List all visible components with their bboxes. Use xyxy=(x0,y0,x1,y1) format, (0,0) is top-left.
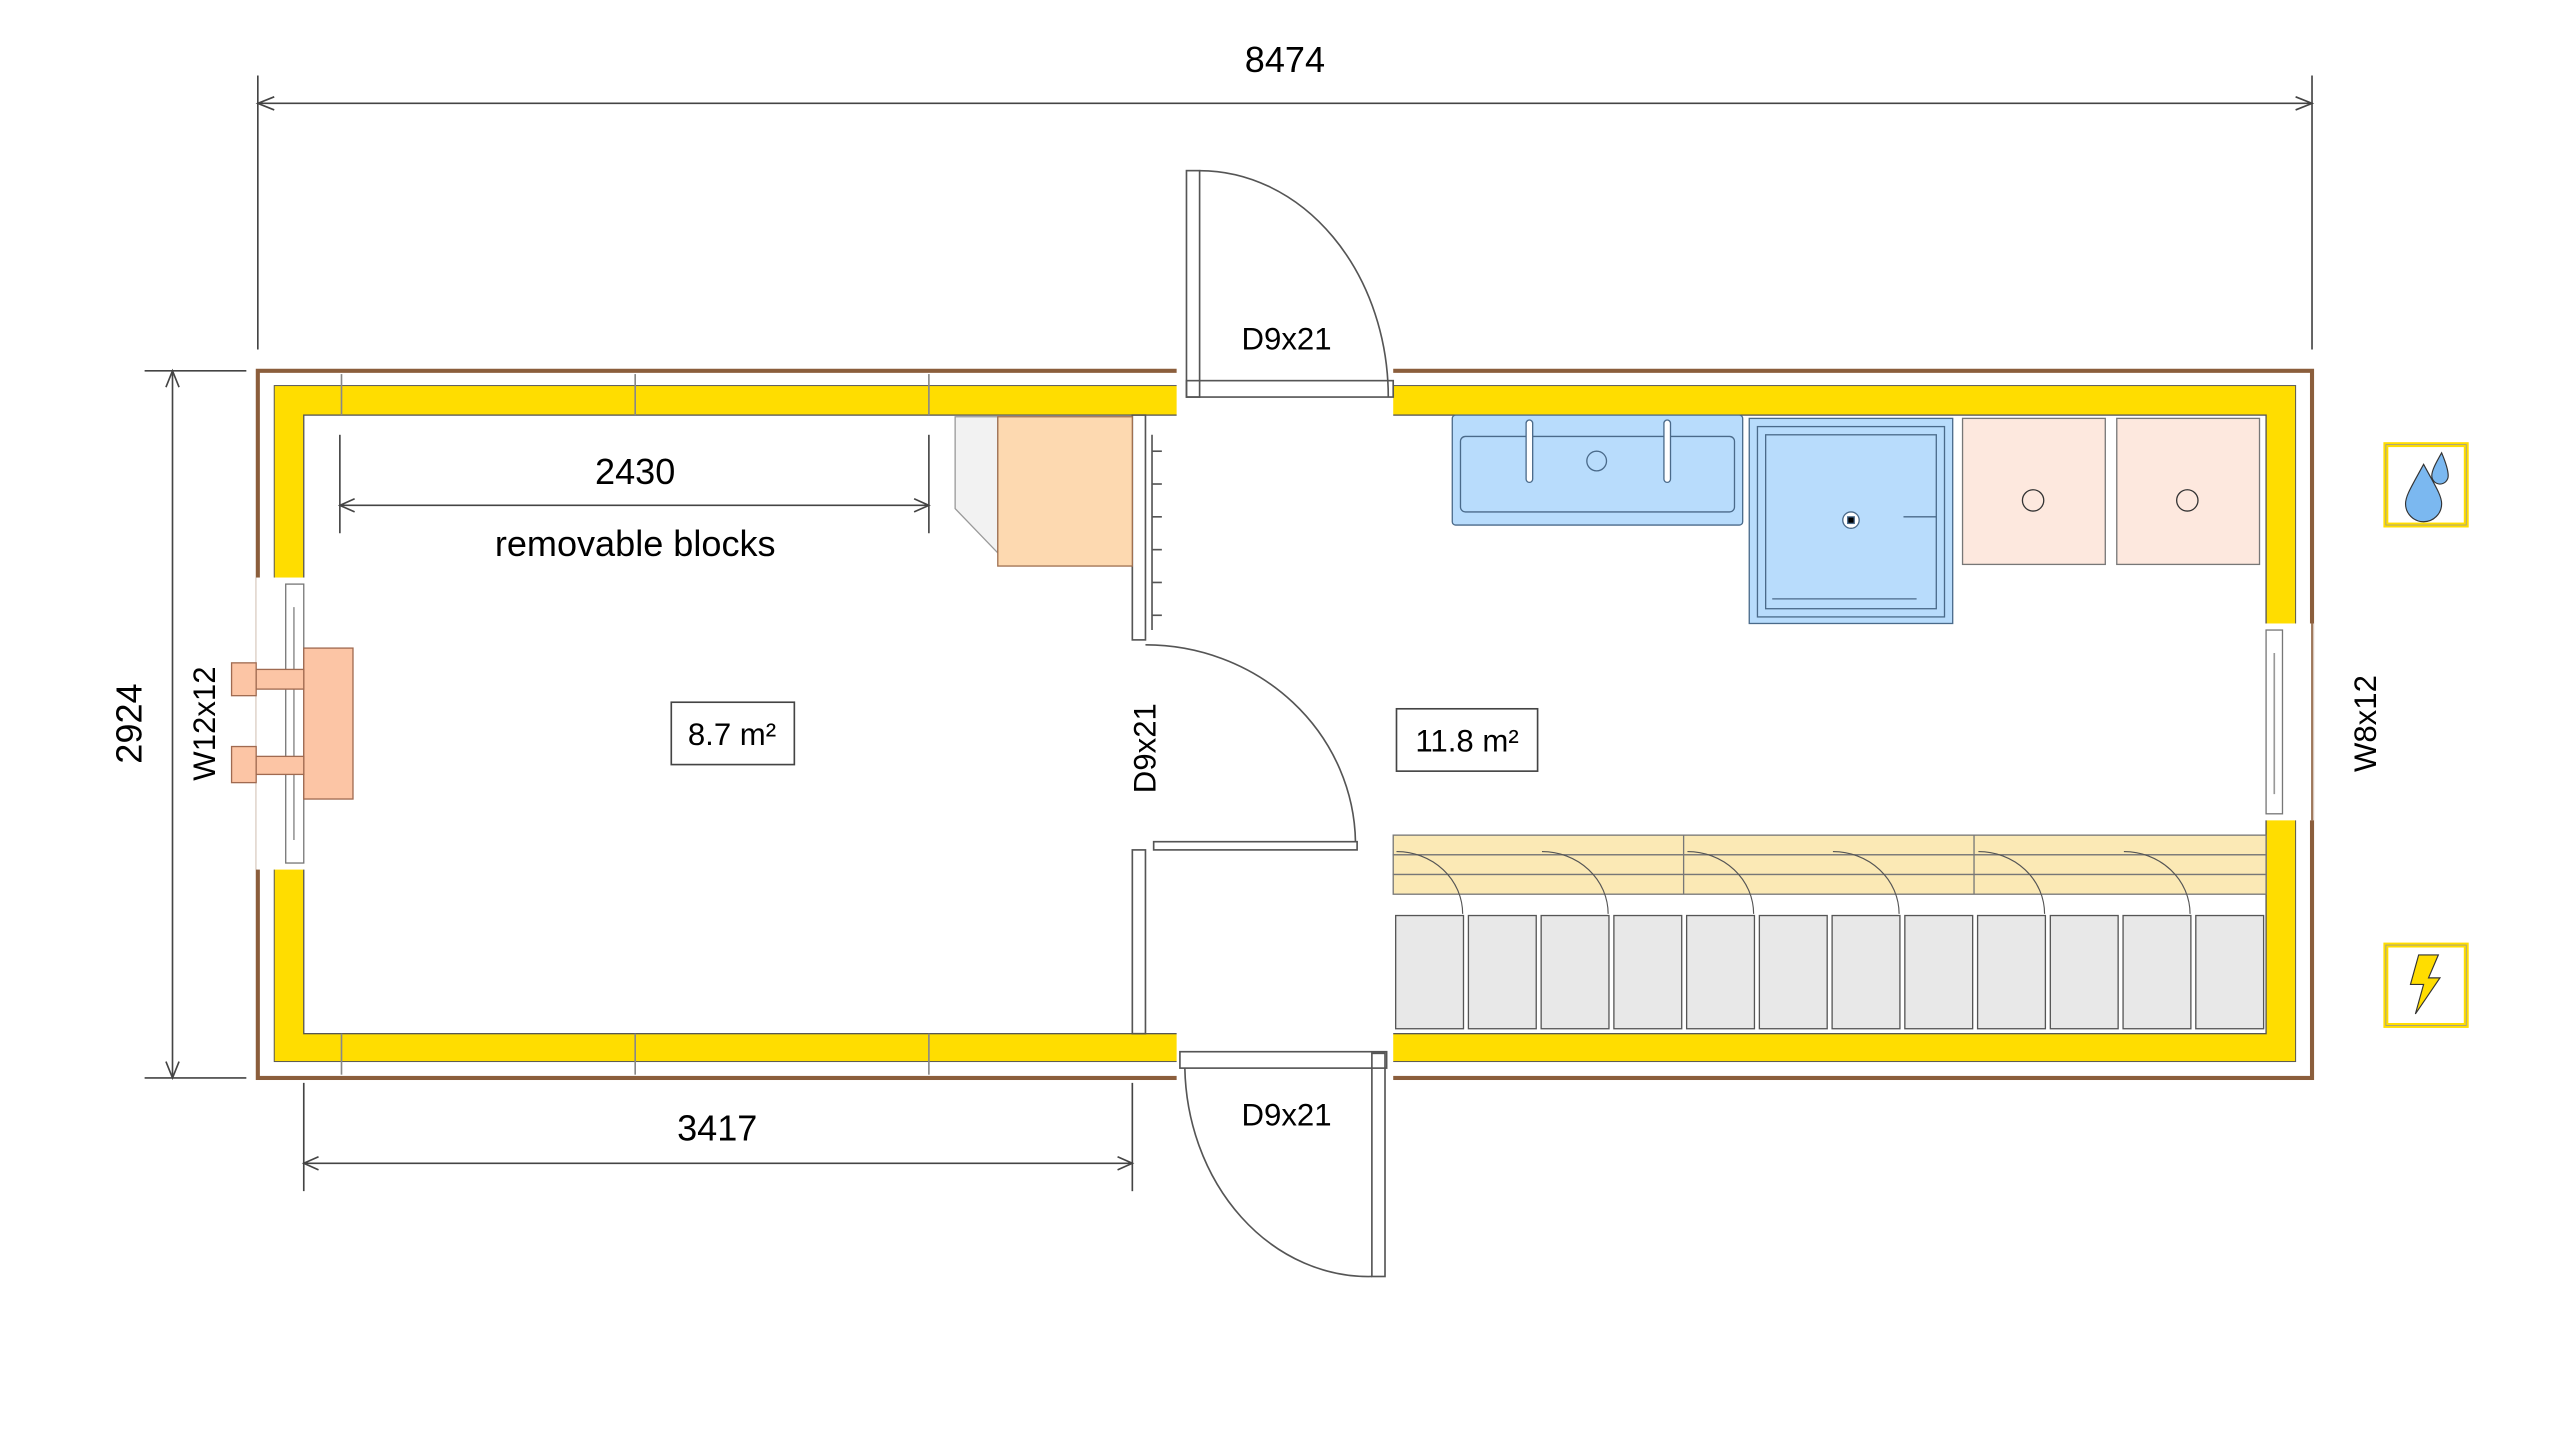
right-room-area: 11.8 m² xyxy=(1415,723,1518,758)
bottom-door-opening xyxy=(1176,1030,1394,1082)
overall-length-label: 8474 xyxy=(1245,39,1325,80)
locker-door-swing xyxy=(1541,850,1609,914)
bottom-door-label: D9x21 xyxy=(1242,1098,1332,1133)
locker xyxy=(1976,914,2047,1030)
top-door[interactable] xyxy=(1185,169,1395,398)
desk xyxy=(954,416,1133,567)
window-right-label: W8x12 xyxy=(2348,675,2383,772)
removable-blocks-label: removable blocks xyxy=(495,523,776,564)
left-room-length-label: 3417 xyxy=(677,1107,757,1148)
removable-blocks-dimension xyxy=(337,434,931,534)
locker-door-swing xyxy=(2123,850,2191,914)
locker xyxy=(1904,914,1974,1030)
dimension-left-room-length xyxy=(301,1082,1135,1192)
water-drops-icon xyxy=(2383,442,2469,528)
benches xyxy=(1392,834,2267,895)
interior-door[interactable] xyxy=(1145,643,1358,851)
left-room-area-box: 8.7 m² xyxy=(670,701,796,766)
locker xyxy=(2122,914,2192,1030)
locker-door-swing xyxy=(1687,850,1755,914)
locker xyxy=(1685,914,1756,1030)
right-window[interactable] xyxy=(2264,623,2314,821)
lockers xyxy=(1395,850,2265,1030)
locker xyxy=(1540,914,1610,1030)
water-heaters xyxy=(1961,417,2261,566)
locker xyxy=(1758,914,1828,1030)
window-left-label: W12x12 xyxy=(187,666,222,780)
partition-wall xyxy=(1131,414,1147,1035)
left-room-area: 8.7 m² xyxy=(688,717,776,752)
top-door-label: D9x21 xyxy=(1242,321,1332,356)
bottom-door[interactable] xyxy=(1179,1050,1388,1278)
heater xyxy=(230,647,354,800)
dimension-overall-length xyxy=(255,75,2315,350)
locker xyxy=(1831,914,1901,1030)
locker-door-swing xyxy=(1832,850,1900,914)
locker xyxy=(1395,914,1465,1030)
top-door-opening xyxy=(1176,367,1394,419)
left-window[interactable] xyxy=(256,577,306,870)
wall-radiator xyxy=(1151,434,1162,631)
locker xyxy=(1613,914,1683,1030)
removable-span-label: 2430 xyxy=(595,451,675,492)
locker-door-swing xyxy=(1978,850,2046,914)
locker xyxy=(2049,914,2119,1030)
locker-door-swing xyxy=(1396,850,1464,914)
interior-door-label: D9x21 xyxy=(1127,703,1162,793)
dimension-overall-width xyxy=(144,368,247,1081)
right-room-area-box: 11.8 m² xyxy=(1395,707,1539,772)
locker xyxy=(2195,914,2265,1030)
lightning-icon xyxy=(2383,942,2469,1028)
locker xyxy=(1467,914,1537,1030)
overall-width-label: 2924 xyxy=(108,683,149,763)
wash-trough xyxy=(1451,414,1744,526)
shower-tray xyxy=(1748,417,1954,625)
